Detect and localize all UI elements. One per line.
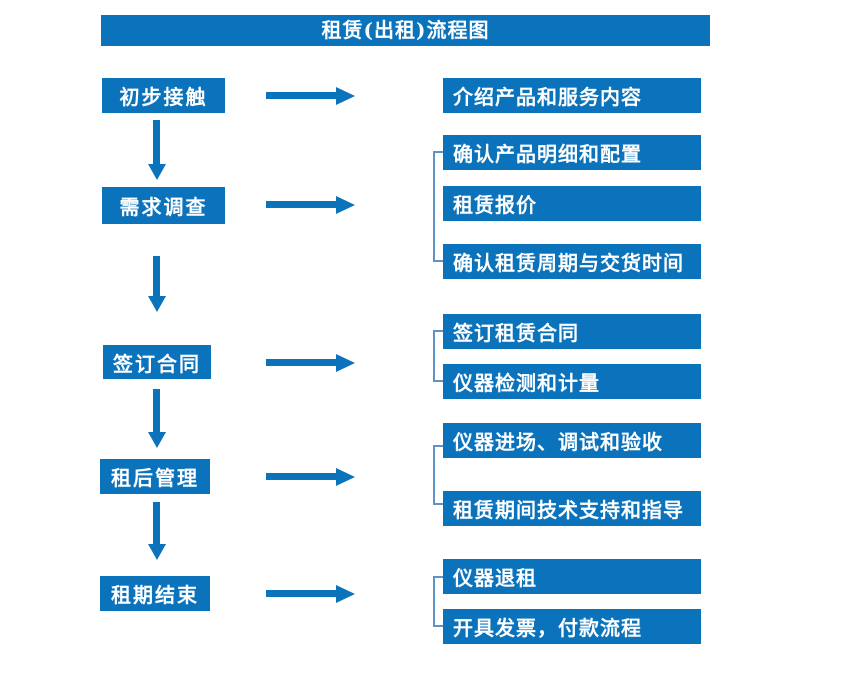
arrow-right-icon [266,92,336,99]
bracket-connector [433,151,448,262]
arrow-right-icon [266,473,336,480]
flowchart-title: 租赁(出租)流程图 [101,15,710,46]
bracket-connector [433,445,448,505]
detail-box-instrument-setup: 仪器进场、调试和验收 [443,423,701,458]
arrow-down-icon [153,502,160,544]
arrow-right-icon [266,359,336,366]
detail-box-introduce-products: 介绍产品和服务内容 [443,78,701,113]
detail-box-instrument-return: 仪器退租 [443,559,701,594]
step-box-post-rental-mgmt: 租后管理 [100,459,210,494]
step-box-demand-survey: 需求调查 [102,187,225,224]
step-box-sign-contract: 签订合同 [103,345,211,379]
detail-box-tech-support: 租赁期间技术支持和指导 [443,491,701,526]
arrow-down-icon [153,389,160,432]
bracket-connector [433,330,448,382]
detail-box-confirm-product-spec: 确认产品明细和配置 [443,135,701,170]
arrow-down-icon [153,256,160,296]
detail-box-confirm-period: 确认租赁周期与交货时间 [443,244,701,279]
detail-box-sign-rental-contract: 签订租赁合同 [443,314,701,349]
bracket-connector [433,576,448,627]
detail-box-invoice-payment: 开具发票，付款流程 [443,609,701,644]
detail-box-rental-quote: 租赁报价 [443,186,701,221]
arrow-right-icon [266,201,336,208]
detail-box-instrument-testing: 仪器检测和计量 [443,364,701,399]
arrow-right-icon [266,590,336,597]
step-box-rental-end: 租期结束 [100,576,210,611]
step-box-initial-contact: 初步接触 [102,78,225,113]
arrow-down-icon [153,120,160,164]
